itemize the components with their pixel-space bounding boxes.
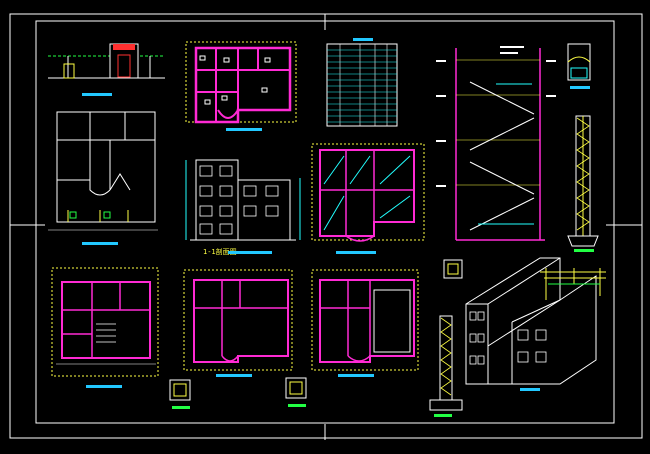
elevation-window — [219, 165, 233, 177]
gate-elevation — [48, 43, 165, 96]
elevation-window — [199, 165, 213, 177]
front-elevation: 1-1剖面图 — [185, 159, 301, 256]
elevation-window — [265, 205, 279, 217]
elevation-window — [243, 205, 257, 217]
elevation-window — [199, 205, 213, 217]
section-title: 1-1剖面图 — [203, 247, 237, 256]
elevation-window — [199, 223, 213, 235]
floor-plan-bottom-2 — [183, 269, 293, 377]
stair-section — [436, 46, 556, 241]
stair-symbol-icon — [469, 81, 535, 231]
elevation-window — [199, 185, 213, 197]
floor-plan-midleft — [48, 111, 158, 245]
floor-plan-bottom-3 — [311, 269, 419, 377]
elevation-window — [265, 185, 279, 197]
detail-box-2 — [285, 377, 307, 407]
column-cap-detail — [567, 43, 591, 89]
elevation-window — [219, 205, 233, 217]
column-detail-icon — [567, 115, 599, 252]
roof-plan — [311, 143, 425, 254]
footing-detail — [429, 315, 463, 417]
elevation-window — [219, 223, 233, 235]
elevation-window — [243, 185, 257, 197]
isometric-building-icon — [465, 257, 606, 391]
detail-box-3 — [443, 259, 463, 279]
detail-box-1 — [169, 379, 191, 409]
floor-plan-bottom-1 — [51, 267, 159, 388]
schedule-table — [326, 38, 398, 127]
crosshair-tick-icon — [10, 14, 642, 440]
elevation-window — [219, 185, 233, 197]
floor-plan-top — [185, 41, 297, 131]
